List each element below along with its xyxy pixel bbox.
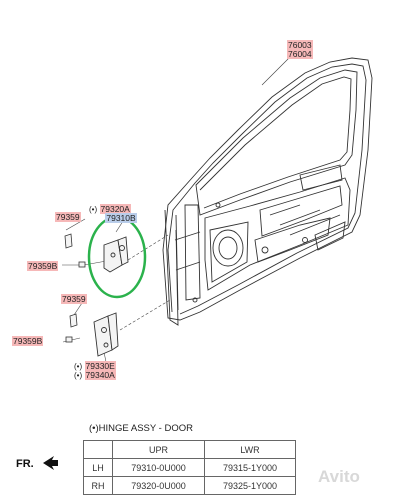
hinge-table-title: (•)HINGE ASSY - DOOR (89, 423, 193, 434)
label-bolt-upper-b: 79359B (27, 261, 59, 271)
upper-bolt-part (64, 233, 86, 268)
table-cell: LH (83, 458, 113, 477)
part-number-79320a: 79320A (99, 204, 131, 214)
table-header-cell: LWR (204, 440, 296, 459)
upper-hinge-part (103, 236, 129, 273)
lower-bolt-part (65, 313, 78, 343)
label-bolt-upper: 79359 (55, 212, 81, 222)
fr-arrow-icon (43, 456, 58, 470)
watermark: Avito (318, 467, 360, 486)
table-row: RH 79320-0U000 79325-1Y000 (83, 476, 296, 495)
table-cell: 79315-1Y000 (204, 458, 296, 477)
dot-marker: (•) (74, 371, 83, 380)
hinge-table: UPR LWR LH 79310-0U000 79315-1Y000 RH 79… (83, 440, 296, 495)
part-number-79359-upper: 79359 (55, 212, 81, 222)
table-header-cell (83, 440, 113, 459)
part-number-79359-lower: 79359 (61, 294, 87, 304)
table-cell: 79320-0U000 (112, 476, 205, 495)
part-number-76003: 76003 (287, 40, 313, 50)
part-number-79359b-upper: 79359B (27, 261, 59, 271)
part-number-79359b-lower: 79359B (12, 336, 44, 346)
dot-marker: (•) (89, 205, 98, 214)
table-header-cell: UPR (112, 440, 205, 459)
label-lower-hinge: (•) 79330E (•) 79340A (74, 361, 116, 380)
label-bolt-lower-b: 79359B (12, 336, 44, 346)
label-door-panel: 76003 76004 (287, 40, 313, 59)
part-number-79330e: 79330E (84, 361, 116, 371)
table-cell: RH (83, 476, 113, 495)
table-cell: 79310-0U000 (112, 458, 205, 477)
label-bolt-lower: 79359 (61, 294, 87, 304)
table-row: LH 79310-0U000 79315-1Y000 (83, 458, 296, 477)
part-number-79340a: 79340A (84, 370, 116, 380)
front-direction-label: FR. (16, 458, 34, 470)
label-upper-hinge: (•) 79320A 79310B (89, 204, 137, 223)
part-number-79310b: 79310B (105, 213, 137, 223)
table-cell: 79325-1Y000 (204, 476, 296, 495)
lower-hinge-part (93, 312, 119, 357)
part-number-76004: 76004 (287, 49, 313, 59)
table-header-row: UPR LWR (83, 440, 296, 459)
door-outline (162, 57, 373, 326)
dot-marker: (•) (74, 362, 83, 371)
